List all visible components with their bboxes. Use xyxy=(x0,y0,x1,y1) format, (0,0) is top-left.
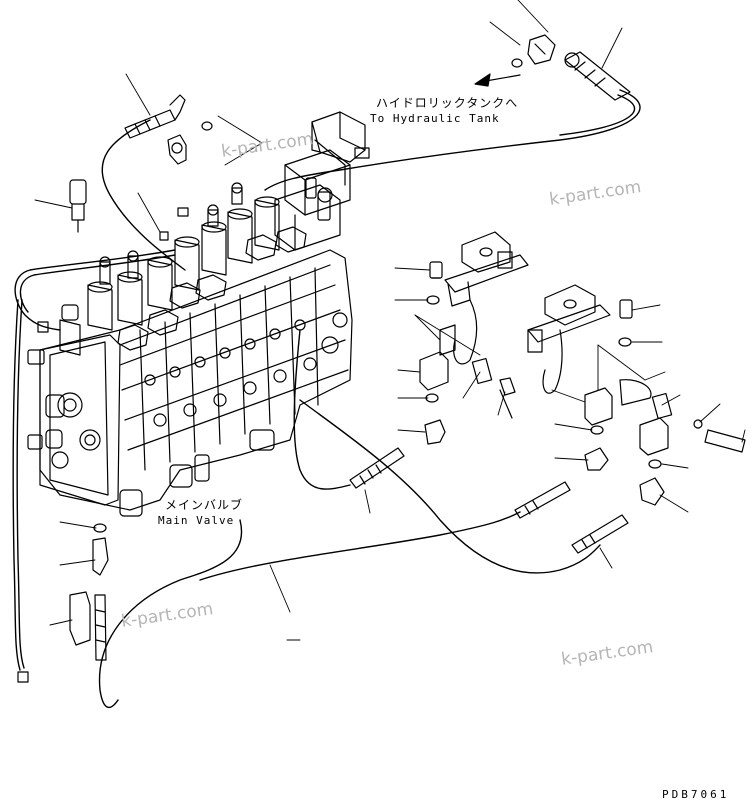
tank-label-jp: ハイドロリックタンクへ xyxy=(376,96,519,110)
left-loop-hose xyxy=(14,249,176,331)
cap-7 xyxy=(254,196,280,251)
small-parts xyxy=(419,261,746,506)
valve-caps xyxy=(59,182,307,356)
tank-fittings xyxy=(474,34,631,101)
cap-1 xyxy=(87,281,113,331)
upper-left-hose xyxy=(101,119,186,271)
valve-label-jp: メインバルブ xyxy=(165,498,244,512)
leader-lines xyxy=(34,0,746,641)
cap-5 xyxy=(201,221,227,276)
hose-lines xyxy=(12,89,641,709)
bracket-right xyxy=(527,284,611,394)
diagonal-hose xyxy=(299,399,601,574)
tank-label-en: To Hydraulic Tank xyxy=(370,112,500,125)
main-valve-body xyxy=(27,249,353,517)
left-drop-tube xyxy=(12,299,21,671)
tank-return-hose xyxy=(264,89,641,191)
cap-4 xyxy=(174,236,200,291)
cap-3 xyxy=(147,256,173,311)
cap-2 xyxy=(117,271,143,326)
valve-label-en: Main Valve xyxy=(158,514,235,527)
bottom-sweep-hose xyxy=(98,519,243,709)
bracket-left xyxy=(444,231,529,365)
lower-right-hose xyxy=(293,329,351,490)
cap-6 xyxy=(227,208,253,264)
bottom-long-hose xyxy=(199,511,521,581)
solenoid-block xyxy=(274,111,370,251)
drawing-code: PDB7061 xyxy=(662,788,730,801)
upper-left-fittings xyxy=(37,94,213,333)
straight-hoses xyxy=(17,447,629,683)
